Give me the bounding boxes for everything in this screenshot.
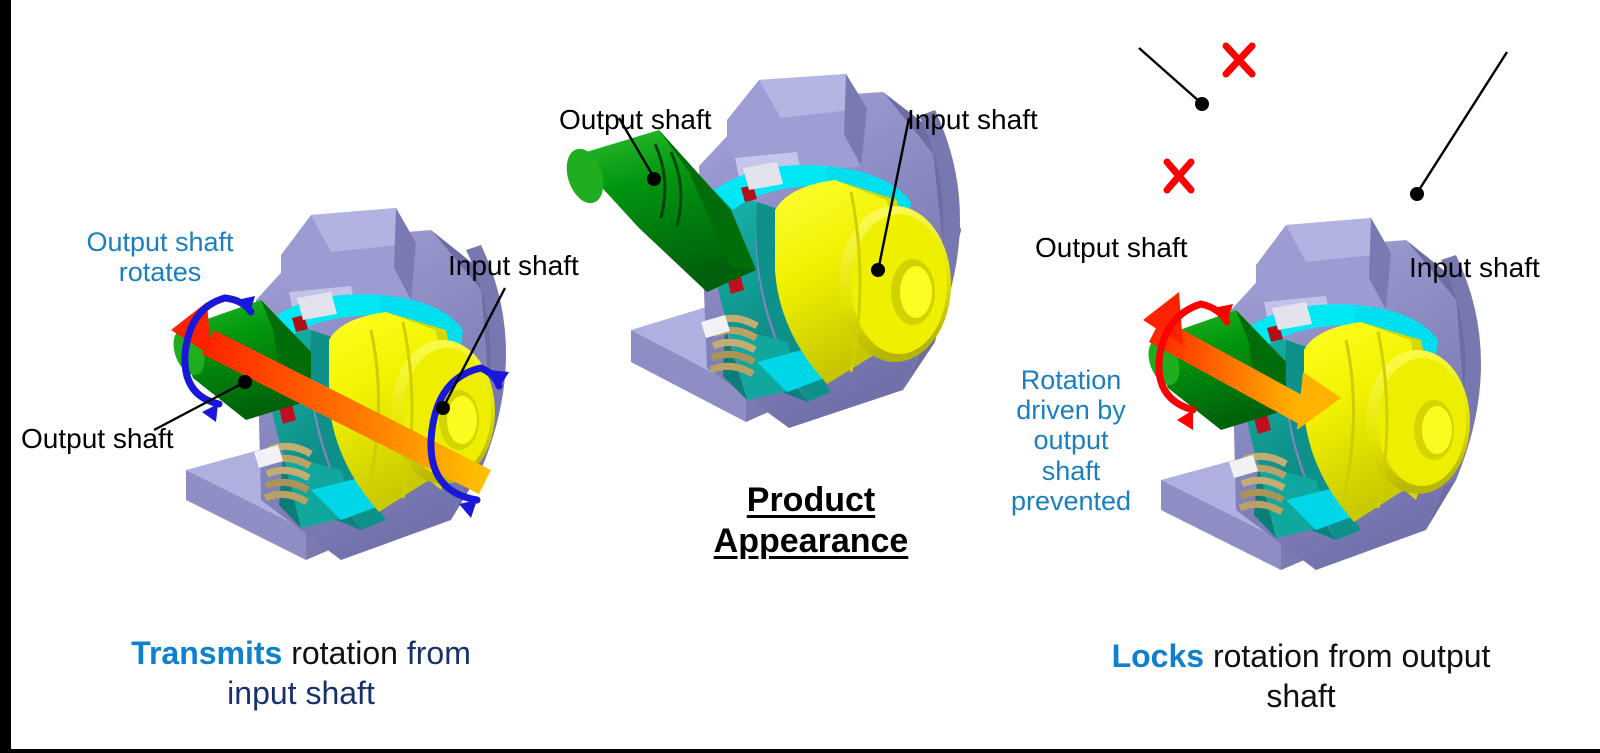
rotation-prevented-line-5: prevented [1010,485,1132,516]
rotation-arrow-prevented [1155,300,1233,430]
label-input-shaft: Input shaft [448,250,579,281]
label-output-shaft: Output shaft [21,423,174,454]
label-output-shaft: Output shaft [559,104,712,135]
caption-line2: shaft [1266,678,1336,714]
caption-locks: Locks rotation from output shaft [1021,636,1581,716]
caption-transmits: Transmits rotation from input shaft [51,633,551,713]
torque-arrow-blocked [1143,292,1341,430]
title-line-2: Appearance [713,522,909,561]
rotation-prevented-line-4: shaft [1041,455,1101,486]
panel-transmits: Output shaft rotates Output shaft Input … [11,0,591,749]
caption-middle: rotation [282,635,407,671]
input-shaft-yellow [1304,322,1470,522]
bushing-2 [297,292,337,320]
label-output-shaft: Output shaft [1035,232,1188,263]
input-shaft-yellow [775,180,951,384]
label-output-shaft-rotates: Output shaft rotates [86,227,234,288]
title-line-1: Product [746,481,876,519]
mechanism-illustration-left [153,208,509,560]
label-input-shaft: Input shaft [907,104,1038,135]
caption-highlight: Transmits [131,635,283,671]
panel-locks: Output shaft Input shaft Rotation driven… [1011,0,1600,749]
caption-middle: rotation from output [1204,638,1491,674]
leader-line-output-shaft [1138,47,1209,111]
panel-title-product-appearance: Product Appearance [611,480,1011,563]
caption-rest: from [406,635,471,671]
rotation-prevented-line-3: output [1033,425,1109,456]
caption-line2: input shaft [227,675,375,711]
rotation-prevented-line-2: driven by [1016,395,1126,426]
label-input-shaft: Input shaft [1409,252,1540,283]
bushing [254,445,283,468]
blocked-mark-icon-top [1222,42,1256,78]
leader-line-input-shaft [871,117,911,277]
bushing [701,315,730,338]
mechanism-illustration-center [566,74,961,428]
red-keeper [1254,414,1271,434]
bushing-2 [743,162,783,190]
panel-product-appearance: Output shaft Input shaft Product Appeara… [531,0,1091,749]
leader-line-output-shaft [617,117,661,186]
bushing-2 [1272,302,1312,330]
leader-line-input-shaft [1410,51,1509,201]
label-rotation-prevented: Rotation driven by output shaft prevente… [986,365,1156,516]
bushing [1229,455,1258,478]
red-keeper [279,404,296,424]
leader-line-output-shaft [153,375,252,432]
rotation-arrow-output [181,294,255,422]
leader-line-input-shaft [436,287,507,415]
mechanism-illustration-right [1138,42,1509,570]
caption-highlight: Locks [1111,638,1205,674]
output-shaft-green [566,130,756,292]
rotation-prevented-line-1: Rotation [1020,365,1122,395]
blocked-mark-icon-bottom [1163,158,1195,194]
